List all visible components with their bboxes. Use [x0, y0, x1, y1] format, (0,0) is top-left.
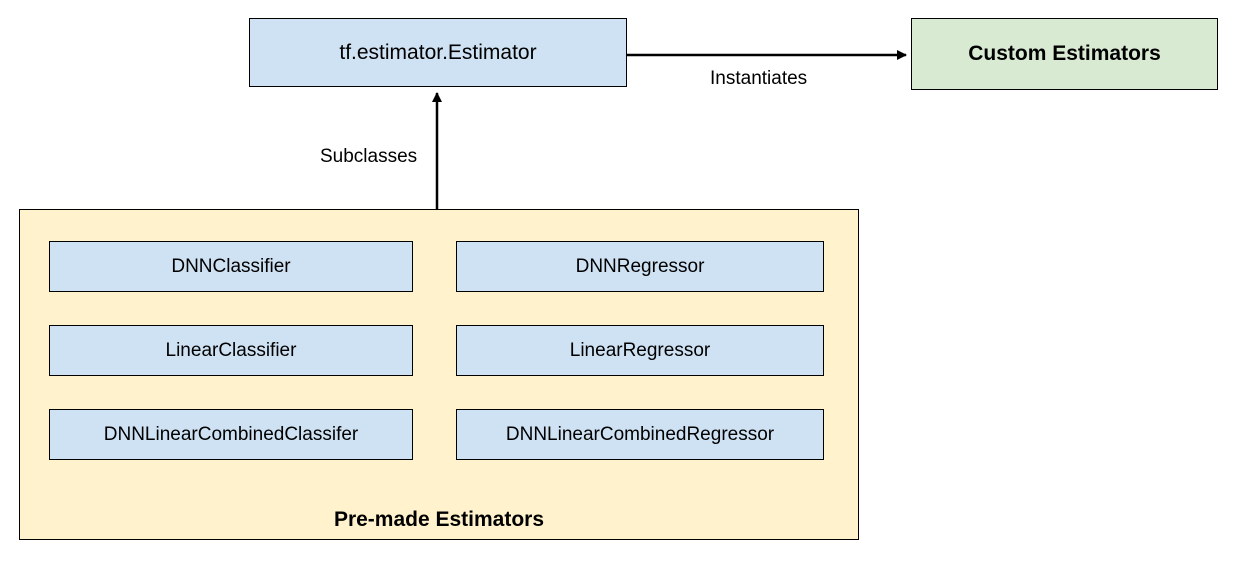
subclasses-label: Subclasses — [320, 146, 418, 167]
premade-item-label: DNNClassifier — [171, 255, 291, 277]
base-estimator-box: tf.estimator.Estimator — [249, 18, 627, 87]
premade-item-linear-regressor: LinearRegressor — [456, 325, 824, 376]
instantiates-label: Instantiates — [710, 68, 808, 89]
premade-item-dnn-linear-combined-regressor: DNNLinearCombinedRegressor — [456, 409, 824, 460]
premade-item-dnn-classifier: DNNClassifier — [49, 241, 413, 292]
premade-item-label: DNNLinearCombinedClassifer — [103, 423, 359, 445]
premade-item-dnn-regressor: DNNRegressor — [456, 241, 824, 292]
premade-item-label: LinearClassifier — [165, 339, 297, 361]
custom-estimators-label: Custom Estimators — [968, 42, 1161, 65]
custom-estimators-box: Custom Estimators — [911, 18, 1218, 90]
premade-item-label: DNNRegressor — [575, 255, 705, 277]
premade-item-label: DNNLinearCombinedRegressor — [505, 423, 775, 445]
premade-estimators-title: Pre-made Estimators — [333, 508, 545, 531]
premade-item-linear-classifier: LinearClassifier — [49, 325, 413, 376]
base-estimator-label: tf.estimator.Estimator — [339, 40, 537, 64]
premade-item-dnn-linear-combined-classifier: DNNLinearCombinedClassifer — [49, 409, 413, 460]
premade-item-label: LinearRegressor — [569, 339, 711, 361]
